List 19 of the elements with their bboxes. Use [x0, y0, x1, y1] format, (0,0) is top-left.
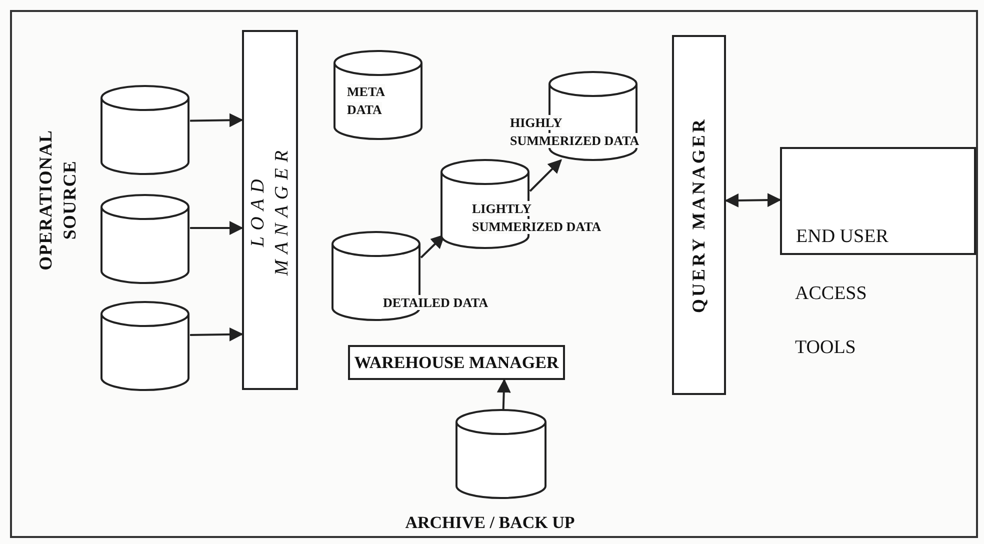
arrow [190, 327, 244, 342]
end-user-caption: TOOLS [795, 336, 856, 360]
operational-source-label: OPERATIONAL SOURCE [34, 128, 81, 272]
manager-bar [242, 30, 298, 390]
end-user-caption: ACCESS [795, 282, 867, 306]
arrow [190, 113, 244, 128]
arrow [190, 221, 244, 235]
end-user-box [780, 147, 976, 255]
cylinder-label: DETAILED DATA [383, 294, 490, 312]
end-user-label: END USER [796, 225, 888, 249]
arrow [529, 159, 562, 192]
arrow [724, 193, 782, 208]
cylinder-label: LIGHTLY SUMMERIZED DATA [472, 200, 602, 236]
manager-bar [672, 35, 726, 395]
manager-box: WAREHOUSE MANAGER [348, 345, 565, 380]
arrow [420, 234, 445, 258]
arrow [496, 378, 511, 411]
manager-label: LOAD MANAGER [246, 143, 293, 278]
manager-label: QUERY MANAGER [688, 117, 710, 313]
